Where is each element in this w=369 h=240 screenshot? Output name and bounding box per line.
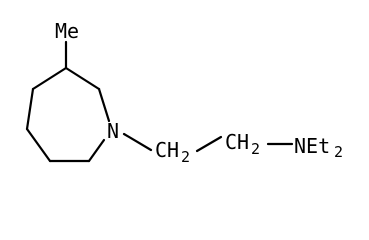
linker-ch2-second-label: CH — [225, 130, 249, 154]
ring-bond-n1-upper — [97, 87, 111, 123]
ring-bond-c4-c3 — [31, 66, 68, 91]
ring-bond-c6-c5 — [25, 127, 52, 163]
bond-n1-ch2 — [122, 132, 153, 152]
ring-nitrogen-label: N — [107, 119, 119, 143]
ring-bond-n1-lower — [87, 138, 106, 163]
ring-bond-c3-n1 — [64, 66, 101, 91]
linker-ch2-first-label: CH — [155, 138, 179, 162]
structure-diagram: Me N CH 2 CH 2 NEt 2 — [25, 19, 344, 166]
diethylamino-label: NEt — [294, 134, 330, 158]
ring-bond-c5-c4 — [25, 87, 35, 131]
bond-ch2-ch2 — [195, 135, 223, 153]
methyl-label: Me — [55, 19, 79, 43]
diethylamino-subscript: 2 — [334, 143, 343, 161]
linker-ch2-second-subscript: 2 — [251, 140, 260, 158]
molecule-drawing: Me N CH 2 CH 2 NEt 2 — [25, 19, 343, 166]
linker-ch2-first-subscript: 2 — [181, 148, 190, 166]
